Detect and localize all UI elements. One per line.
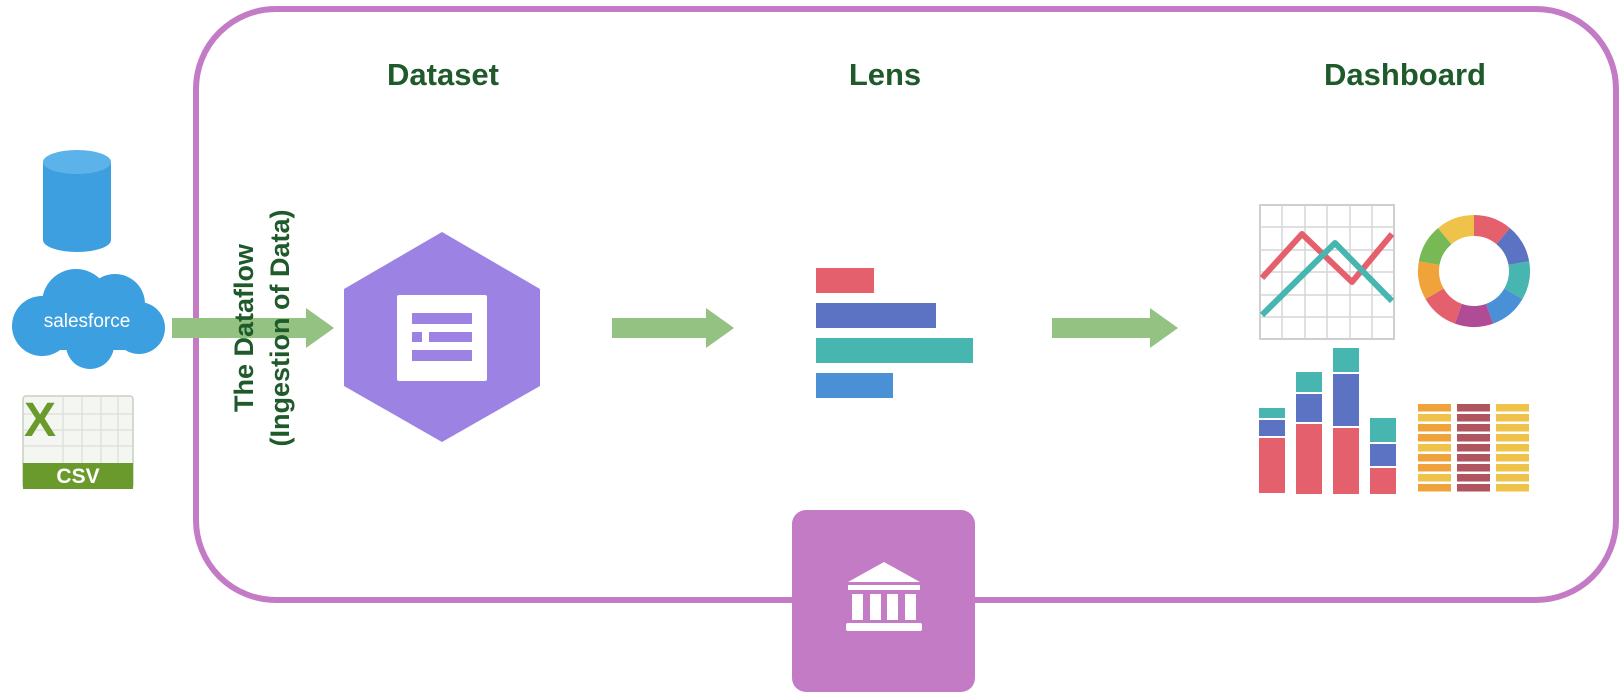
- bank-building-icon: [846, 562, 922, 631]
- donut-segment: [1418, 261, 1444, 299]
- heatmap-cell: [1457, 444, 1490, 452]
- excel-x-mark: X: [24, 394, 56, 447]
- arrow-lens-to-dashboard: [1052, 308, 1178, 348]
- donut-segment: [1504, 261, 1530, 299]
- heatmap-cell: [1418, 474, 1451, 482]
- donut-segment: [1438, 215, 1474, 245]
- dashboard-stacked-bar-icon: [1259, 348, 1396, 494]
- heatmap-cell: [1457, 424, 1490, 432]
- arrow-dataset-to-lens: [612, 308, 734, 348]
- dashboard-line-chart-icon: [1259, 204, 1395, 340]
- salesforce-label: salesforce: [44, 311, 131, 332]
- platform-tab: [792, 510, 975, 692]
- dataflow-label-line1: The Dataflow: [229, 243, 259, 412]
- heatmap-cell: [1496, 474, 1529, 482]
- heatmap-cell: [1496, 444, 1529, 452]
- heatmap-cell: [1418, 404, 1451, 412]
- dataflow-label-line2: (Ingestion of Data): [265, 210, 295, 447]
- heatmap-cell: [1418, 464, 1451, 472]
- heatmap-cell: [1418, 484, 1451, 492]
- heatmap-cell: [1457, 414, 1490, 422]
- csv-label: CSV: [56, 465, 99, 488]
- heatmap-cell: [1496, 414, 1529, 422]
- dataset-hexagon-icon: [344, 232, 540, 442]
- heatmap-cell: [1496, 454, 1529, 462]
- donut-segment: [1474, 215, 1510, 245]
- heatmap-cell: [1496, 484, 1529, 492]
- heatmap-cell: [1418, 454, 1451, 462]
- heatmap-cell: [1457, 434, 1490, 442]
- lens-title: Lens: [849, 57, 921, 92]
- heatmap-cell: [1457, 484, 1490, 492]
- heatmap-cell: [1457, 454, 1490, 462]
- heatmap-cell: [1418, 444, 1451, 452]
- donut-segment: [1454, 303, 1494, 327]
- heatmap-cell: [1457, 464, 1490, 472]
- database-icon: [43, 150, 111, 252]
- dashboard-title: Dashboard: [1324, 57, 1486, 92]
- arrow-sources-to-dataset: [172, 308, 334, 348]
- heatmap-cell: [1418, 424, 1451, 432]
- lens-bar-chart-icon: [816, 268, 973, 398]
- heatmap-cell: [1418, 434, 1451, 442]
- heatmap-cell: [1496, 434, 1529, 442]
- heatmap-cell: [1418, 414, 1451, 422]
- salesforce-cloud-icon: salesforce: [12, 269, 165, 369]
- heatmap-cell: [1496, 404, 1529, 412]
- dataset-title: Dataset: [387, 57, 499, 92]
- heatmap-cell: [1496, 464, 1529, 472]
- excel-csv-icon: CSV X: [22, 394, 134, 489]
- donut-segment: [1425, 288, 1463, 324]
- heatmap-cell: [1496, 424, 1529, 432]
- donut-segment: [1485, 288, 1523, 324]
- dashboard-heatmap-icon: [1418, 404, 1529, 492]
- dashboard-donut-chart-icon: [1418, 215, 1530, 327]
- heatmap-cell: [1457, 404, 1490, 412]
- heatmap-cell: [1457, 474, 1490, 482]
- donut-segment: [1496, 228, 1530, 265]
- dataflow-label: The Dataflow (Ingestion of Data): [229, 210, 295, 447]
- donut-segment: [1418, 228, 1452, 265]
